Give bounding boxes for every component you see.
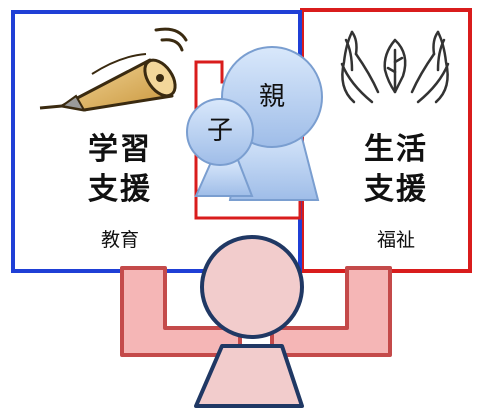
hands-leaf-icon xyxy=(340,30,450,104)
child-label: 子 xyxy=(206,116,233,146)
right-panel-subtitle: 福祉 xyxy=(376,229,415,251)
left-panel-title-line1: 学習 xyxy=(88,132,152,167)
child-figure xyxy=(186,98,254,197)
right-panel-title-line2: 支援 xyxy=(364,172,428,207)
left-panel-title-line2: 支援 xyxy=(88,172,152,207)
parent-label: 親 xyxy=(258,82,285,112)
supporter-person xyxy=(194,235,304,408)
left-panel-subtitle: 教育 xyxy=(100,229,139,251)
right-panel-title-line1: 生活 xyxy=(364,132,428,167)
pencil-icon xyxy=(39,27,188,112)
